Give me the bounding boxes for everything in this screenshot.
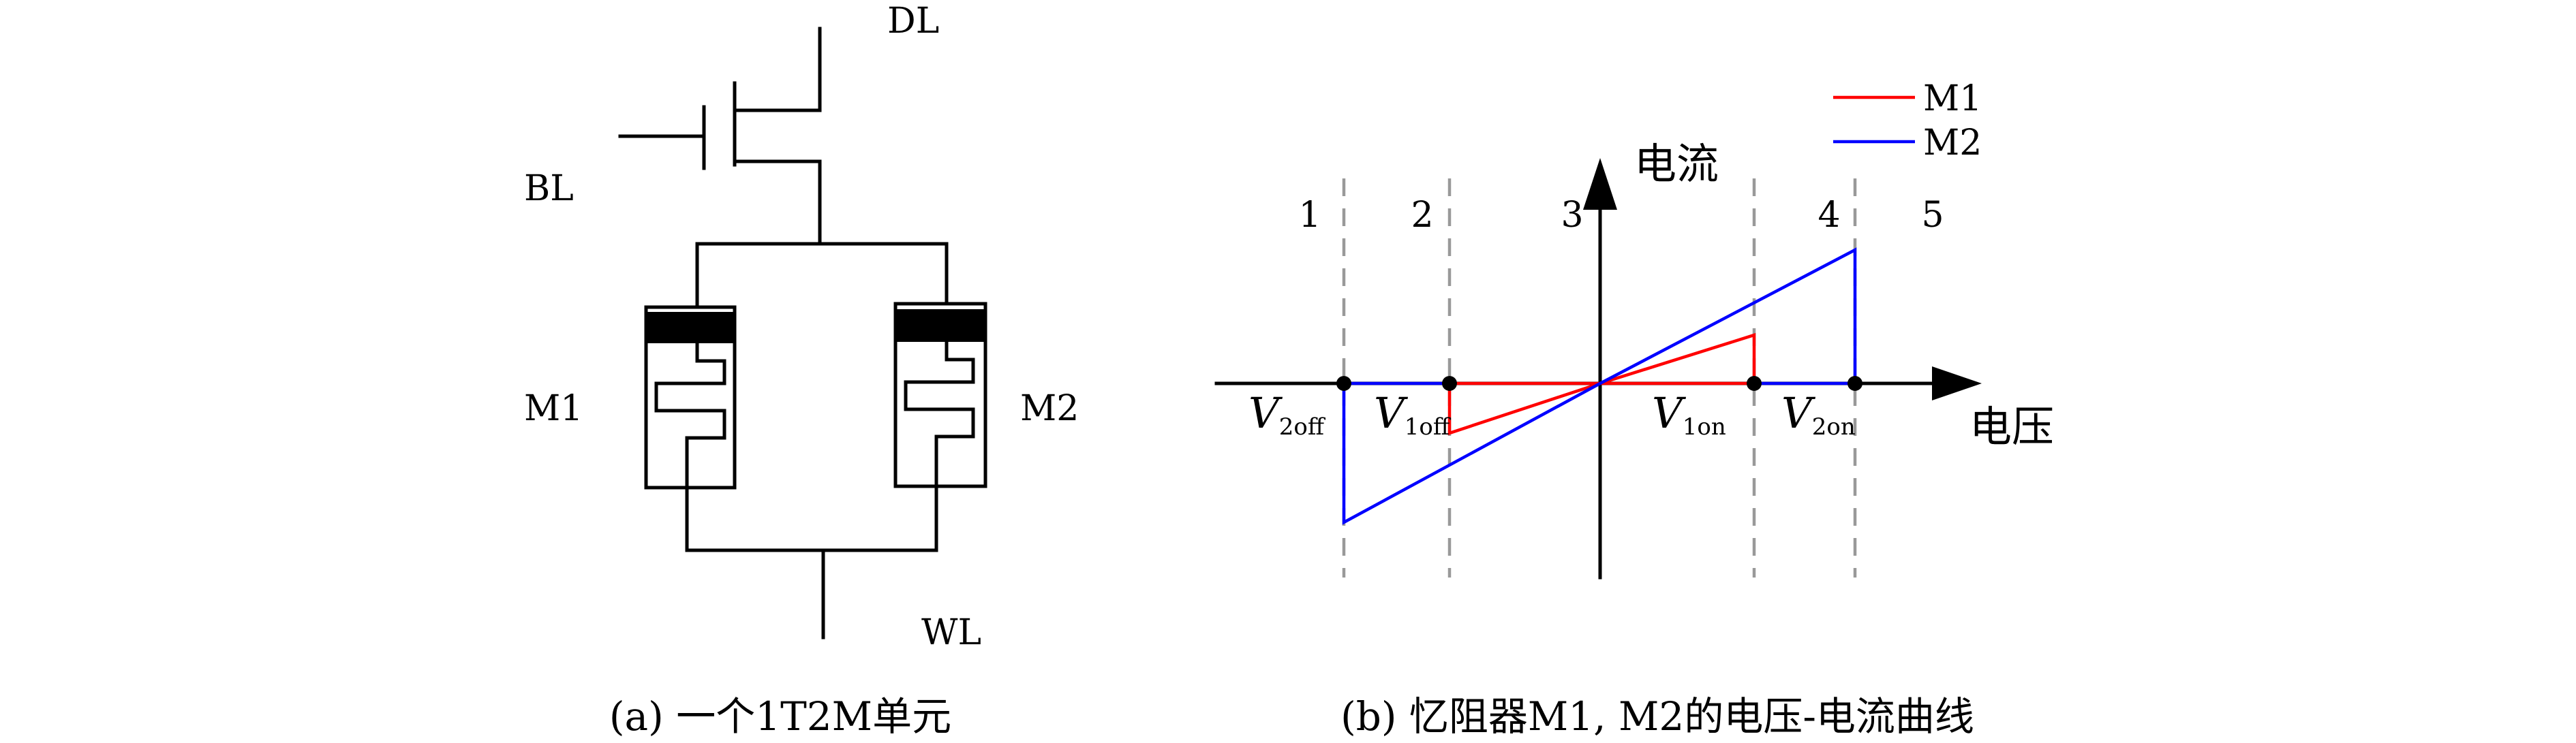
point-v1on [1747,376,1762,391]
circuit-diagram: DL BL M1 M2 WL (a) 一个1T2M单元 [524,1,1079,740]
region-1: 1 [1298,195,1321,236]
legend-m1-label: M1 [1923,78,1982,119]
m2-label: M2 [1020,388,1079,429]
label-v1on: V1on [1652,388,1726,441]
caption-a: (a) 一个1T2M单元 [609,693,951,740]
legend: M1 M2 [1833,78,1982,163]
y-axis-arrow [1583,158,1617,210]
m1-curve [1447,332,1756,436]
caption-b: (b) 忆阻器M1, M2的电压-电流曲线 [1340,693,1974,740]
point-v2off [1336,376,1351,391]
y-axis-label: 电流 [1634,139,1719,189]
label-v1off: V1off [1374,388,1452,441]
memristor-m2 [893,302,987,488]
bl-label: BL [524,168,574,209]
legend-m2-label: M2 [1923,123,1982,163]
point-v1off [1442,376,1457,391]
region-5: 5 [1921,195,1944,236]
m1-label: M1 [524,388,583,429]
region-4: 4 [1818,195,1840,236]
memristor-m1 [644,305,737,490]
m2-curve [1342,247,1857,525]
point-v2on [1847,376,1862,391]
dl-label: DL [887,1,939,42]
x-axis-arrow [1932,366,1982,400]
label-v2on: V2on [1781,388,1856,441]
wl-label: WL [921,612,981,653]
label-v2off: V2off [1248,388,1326,441]
transistor [618,27,822,246]
region-3: 3 [1561,195,1583,236]
iv-plot: 1 2 3 4 5 电流 电压 V2off V1off V1on V2on M1… [1214,78,2054,740]
x-axis-label: 电压 [1969,402,2054,452]
region-2: 2 [1411,195,1433,236]
